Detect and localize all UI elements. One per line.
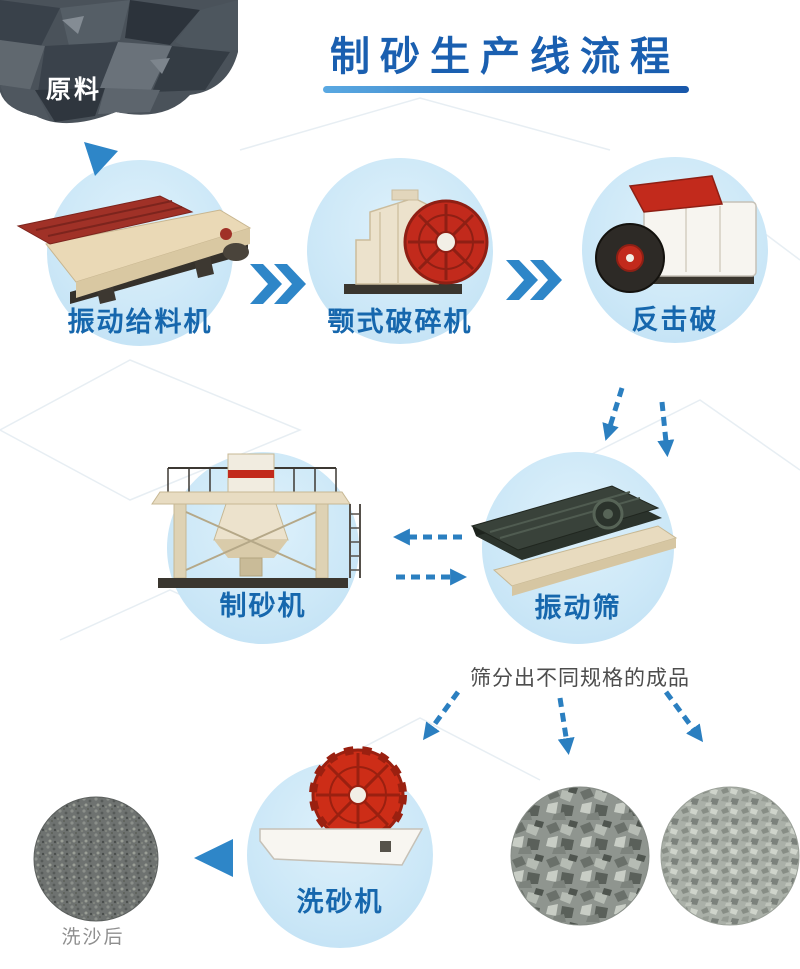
screen-output-note: 筛分出不同规格的成品 bbox=[470, 666, 690, 690]
raw-material-label: 原料 bbox=[46, 75, 103, 104]
raw-material-photo bbox=[0, 0, 238, 124]
impact-crusher-illustration bbox=[595, 175, 757, 293]
feeder-label: 振动给料机 bbox=[67, 307, 213, 338]
jaw-crusher-illustration bbox=[344, 189, 489, 294]
page-title: 制砂生产线流程 bbox=[330, 34, 680, 80]
sand-maker-illustration bbox=[151, 453, 361, 588]
washed-sand-photo bbox=[33, 796, 159, 922]
jaw-crusher-label: 颚式破碎机 bbox=[327, 307, 473, 338]
impact-crusher-label: 反击破 bbox=[631, 305, 719, 336]
after-wash-label: 洗沙后 bbox=[61, 926, 125, 948]
vibrating-screen-illustration bbox=[470, 485, 678, 596]
fine-aggregate-photo bbox=[660, 786, 800, 926]
sand-washer-illustration bbox=[259, 746, 424, 866]
vibrating-screen-label: 振动筛 bbox=[534, 593, 622, 624]
sand-washer-label: 洗砂机 bbox=[296, 887, 384, 918]
coarse-aggregate-photo bbox=[510, 786, 650, 926]
title-underline bbox=[323, 86, 689, 93]
sand-maker-label: 制砂机 bbox=[219, 591, 307, 622]
rock-texture bbox=[0, 0, 238, 124]
vibrating-feeder-illustration bbox=[16, 195, 252, 304]
